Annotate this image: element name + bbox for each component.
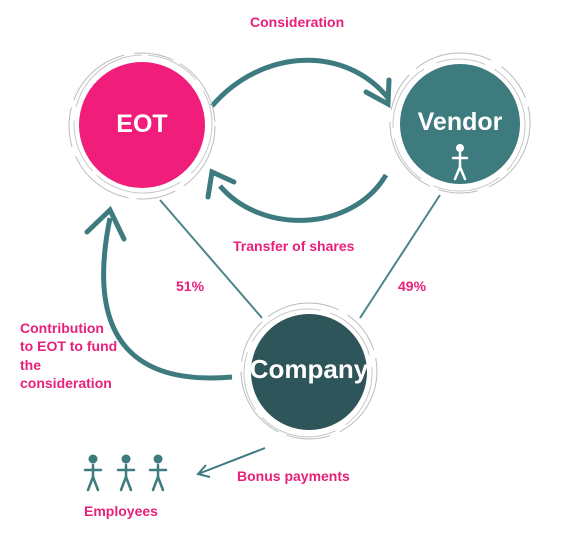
consideration-arrowhead — [363, 77, 392, 109]
eot-share-label: 51% — [176, 278, 205, 294]
consideration-label: Consideration — [250, 14, 345, 30]
vendor-label: Vendor — [417, 108, 503, 136]
person-icon — [451, 144, 469, 181]
contribution-arrow — [101, 217, 233, 381]
employees-icons — [83, 454, 168, 492]
eot-company-connector — [159, 199, 263, 319]
contribution-label-line-2: to EOT to fund — [20, 338, 118, 354]
contribution-label-line-1: Contribution — [20, 320, 104, 336]
consideration-arrow — [210, 57, 390, 108]
eot-node — [68, 52, 216, 200]
transfer-label: Transfer of shares — [233, 238, 355, 254]
employee-icon — [83, 454, 103, 492]
vendor-node — [389, 52, 531, 194]
bonus-arrowhead — [196, 464, 211, 478]
eot-circle — [79, 62, 205, 188]
employees-label: Employees — [84, 503, 158, 519]
contribution-label-line-3: the — [20, 357, 41, 373]
bonus-arrow — [197, 447, 266, 475]
contribution-arrowhead — [84, 205, 127, 242]
eot-label: EOT — [116, 110, 168, 138]
company-circle — [251, 314, 367, 430]
employee-icon — [148, 454, 168, 492]
bonus-label: Bonus payments — [237, 468, 350, 484]
transfer-arrowhead — [205, 168, 237, 200]
vendor-share-label: 49% — [398, 278, 427, 294]
transfer-arrow — [218, 173, 389, 223]
vendor-company-connector — [359, 194, 441, 319]
employee-icon — [116, 454, 136, 492]
company-label: Company — [249, 354, 369, 384]
contribution-label-line-4: consideration — [20, 375, 112, 391]
company-node — [240, 302, 378, 440]
vendor-circle — [400, 64, 520, 184]
